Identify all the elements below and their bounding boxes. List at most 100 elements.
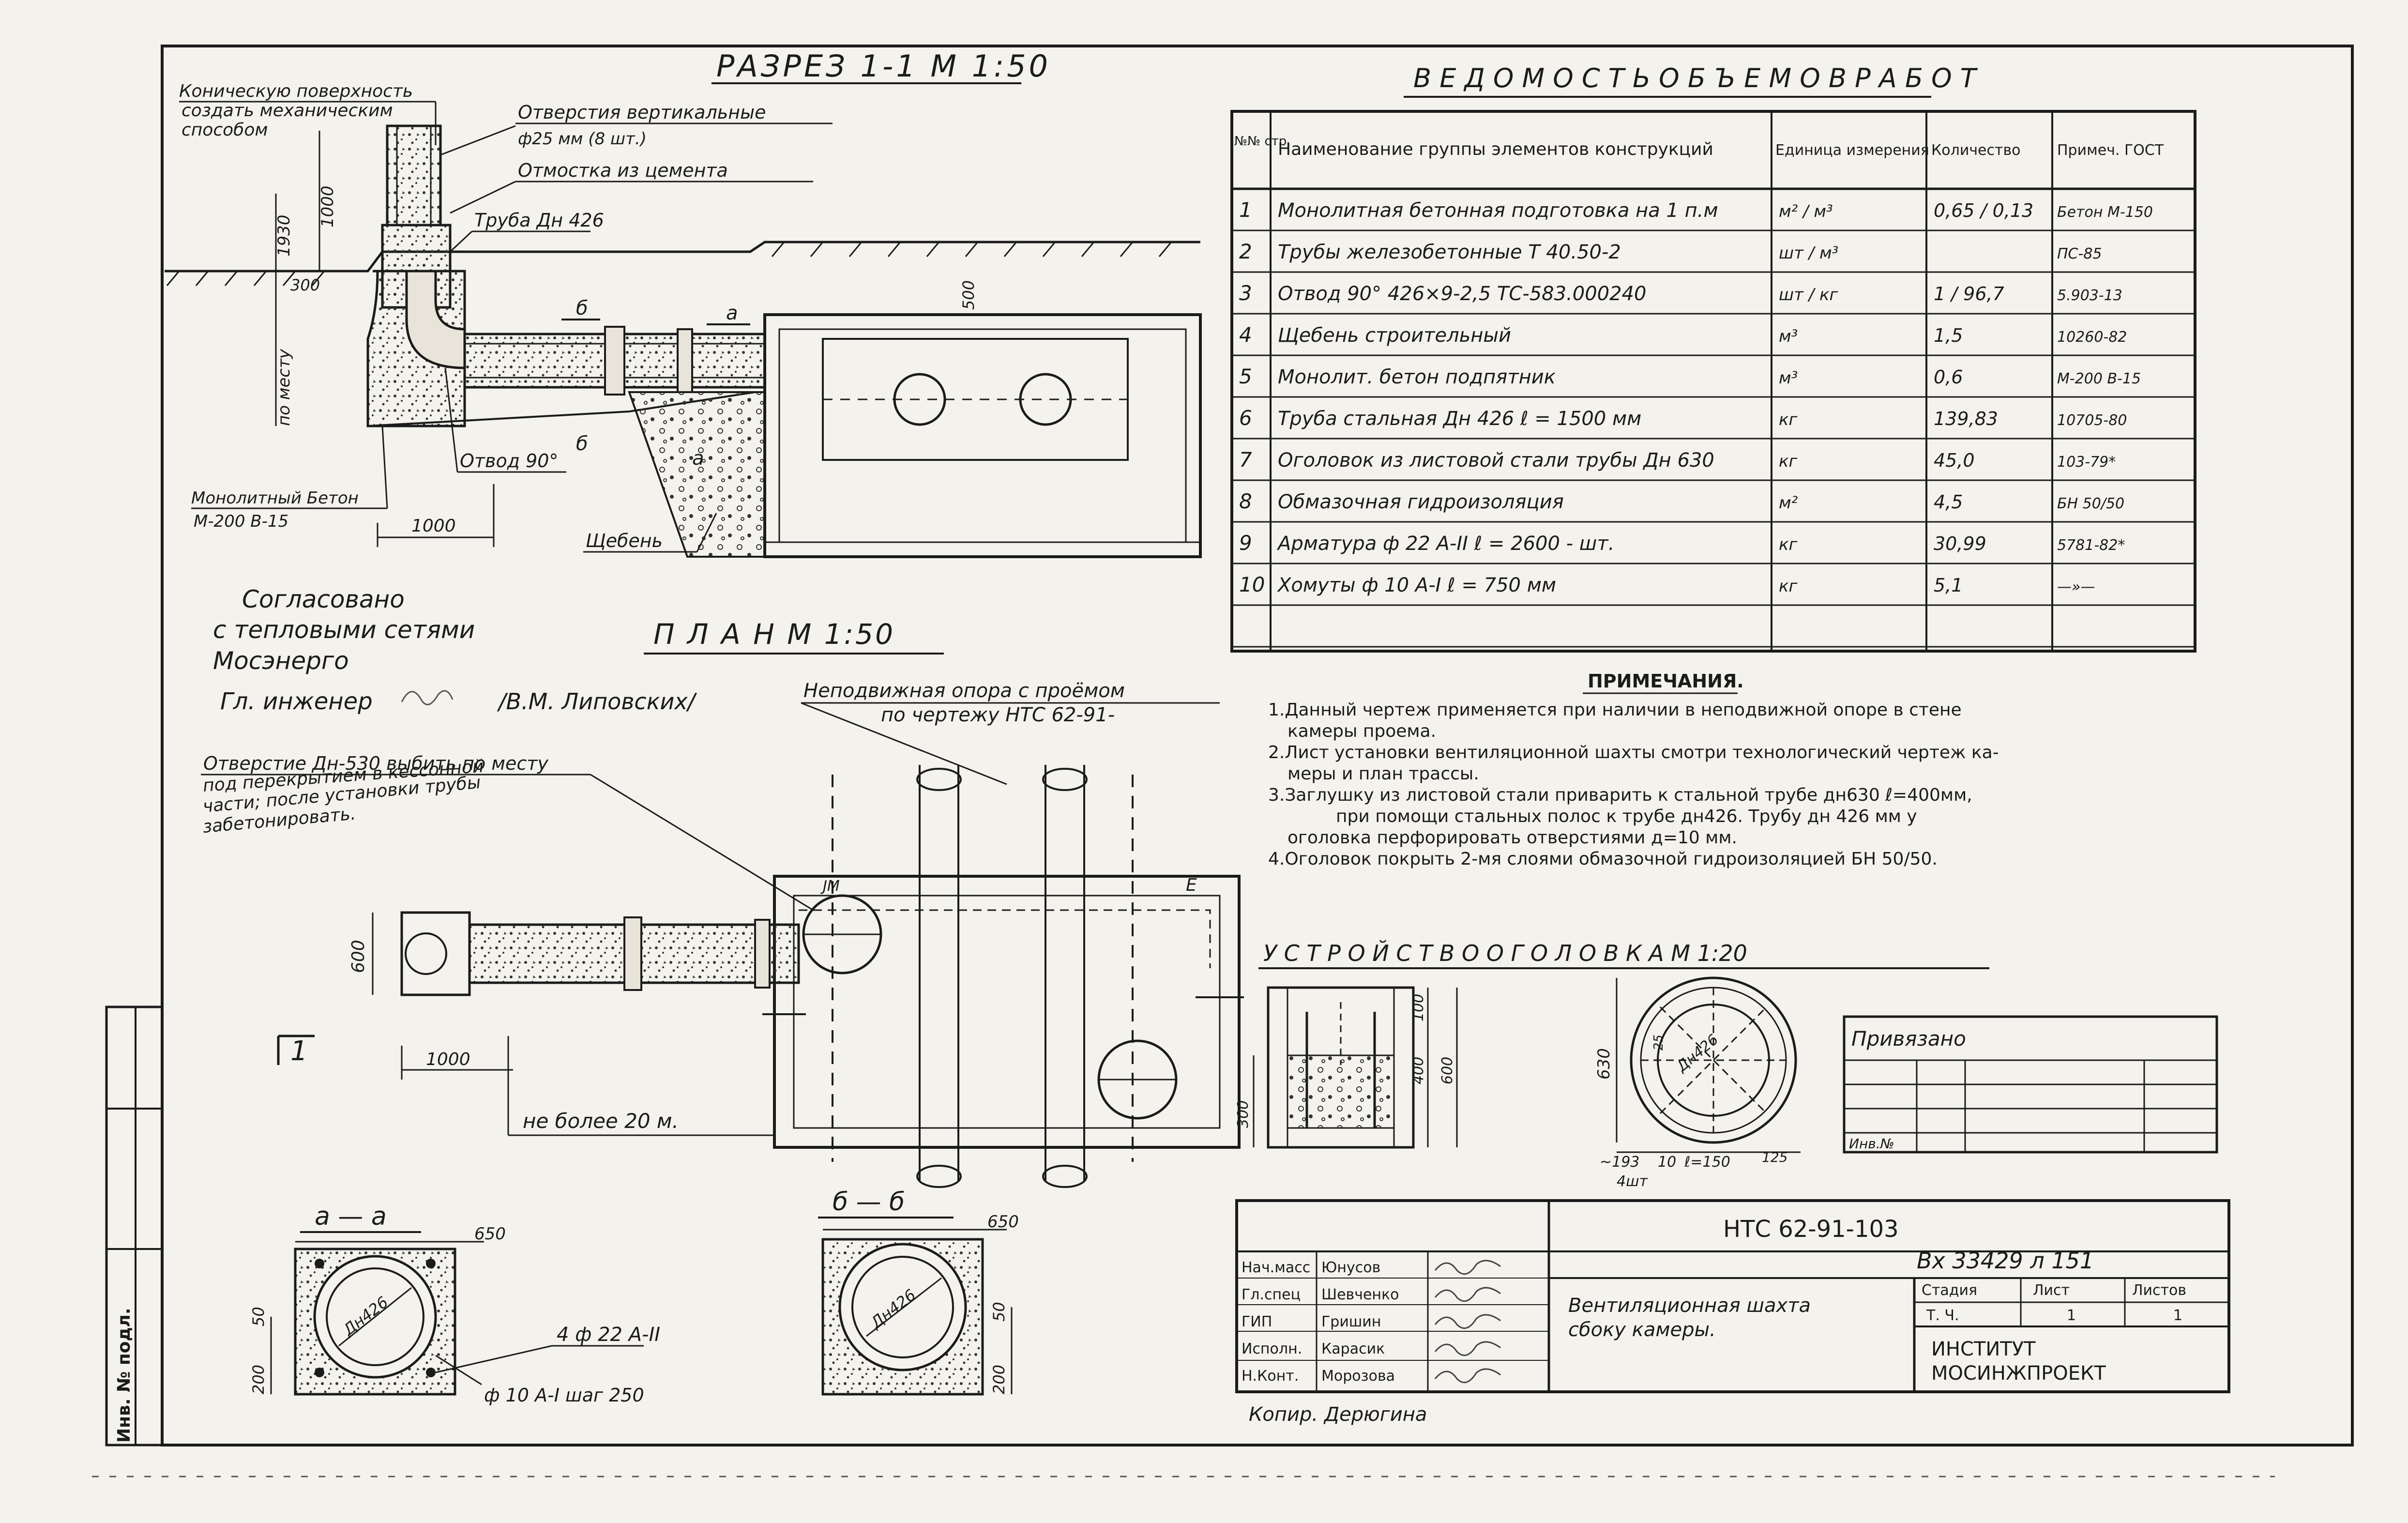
plan-cut-label: 1 [290,1036,308,1067]
row-num: 5 [1239,365,1252,388]
stamp-name: Юнусов [1321,1259,1380,1276]
header-unit: Единица измерения [1775,142,1929,159]
stamp-row: Нач.масс Юнусов [1242,1259,1501,1276]
row-note: 103-79* [2057,454,2116,471]
binding-label: Привязано [1851,1027,1966,1051]
row-name: Отвод 90° 426×9-2,5 ТС-583.000240 [1278,283,1646,305]
note-concrete-2: М-200 В-15 [194,512,288,531]
stamp-stage-v0: Т. Ч. [1926,1307,1959,1324]
row-unit: м³ [1779,327,1798,346]
row-num: 7 [1239,448,1252,472]
row-note: Бетон М-150 [2057,204,2153,221]
signature-mark [1434,1287,1501,1302]
row-note: 5.903-13 [2057,287,2122,304]
cut-b-bottom: б [576,433,588,455]
section-a-dim-200: 200 [249,1365,268,1394]
section-a-rebar: 4 ф 22 А-II [557,1324,660,1346]
volumes-table: В Е Д О М О С Т Ь О Б Ъ Е М О В Р А Б О … [1230,63,2196,653]
note-line: оголовка перфорировать отверстиями д=10 … [1287,828,1737,848]
row-note: БН 50/50 [2057,495,2124,512]
head-dim-150: ℓ=150 [1684,1154,1730,1171]
dim-500: 500 [959,280,978,310]
stamp-name: Шевченко [1321,1286,1399,1303]
section-title: РАЗРЕЗ 1-1 М 1:50 [716,48,1051,84]
cut-a-bottom: а [692,447,704,470]
note-conical-1: Коническую поверхность [179,81,413,101]
stamp-role: Нач.масс [1242,1259,1310,1276]
section-a-dim-50: 50 [249,1307,268,1326]
plan-support-1: Неподвижная опора с проёмом [803,680,1125,702]
side-label: Инв. № подл. [114,1308,134,1443]
signature-mark [1434,1260,1501,1275]
section-b-dim-200: 200 [990,1365,1008,1394]
row-name: Монолитная бетонная подготовка на 1 п.м [1278,199,1718,222]
note-line: 2.Лист установки вентиляционной шахты см… [1268,743,1999,762]
row-note: М-200 В-15 [2057,370,2141,387]
row-unit: м³ [1779,368,1798,388]
head-dim-125: 125 [1762,1149,1787,1165]
stamp-name: Гришин [1321,1313,1381,1330]
note-conical-2: создать механическим [182,101,393,121]
cut-b-top: б [576,297,588,320]
plan-mark-jm: ЈМ [820,878,840,895]
side-strip: Инв. № подл. [105,1005,164,1447]
row-unit: кг [1779,410,1798,429]
header-note: Примеч. ГОСТ [2057,142,2164,159]
header-num: №№ стр. [1234,134,1291,149]
row-unit: кг [1779,577,1798,596]
stamp-org-1: ИНСТИТУТ [1931,1338,2036,1360]
head-dim-300: 300 [1235,1100,1252,1128]
stamp-role: Н.Конт. [1242,1368,1299,1385]
binding-box: Привязано Инв.№ [1843,1015,2218,1154]
note-bend: Отвод 90° [460,450,558,472]
stamp-title-1: Вентиляционная шахта [1568,1295,1811,1317]
plan-dim-600: 600 [348,940,368,973]
signature-mark [1434,1368,1501,1384]
note-line: при помощи стальных полос к трубе дн426.… [1336,807,1917,826]
stamp-role: Исполн. [1242,1340,1302,1357]
note-gravel: Щебень [586,530,663,551]
stamp-role: ГИП [1242,1313,1272,1330]
row-qty: 1 / 96,7 [1934,283,2004,305]
row-num: 9 [1239,531,1252,555]
shaft-head [386,124,442,227]
stamp-stage-v1: 1 [2067,1307,2076,1324]
chamber-slab [822,338,1129,461]
section-a-title: а — а [315,1202,387,1231]
approval-block: Согласовано с тепловыми сетями Мосэнерго… [213,585,697,715]
plan-chamber [773,875,1241,1149]
section-b-b: б — б Дн426 650 200 50 [818,1188,1019,1396]
row-num: 8 [1239,489,1252,513]
row-name: Обмазочная гидроизоляция [1278,491,1564,513]
dim-1930: 1930 [274,214,294,257]
stamp-stage-v2: 1 [2173,1307,2182,1324]
sheet-frame [161,45,2354,1447]
row-qty: 45,0 [1934,450,1975,471]
row-qty: 139,83 [1934,408,1998,429]
plan-support-2: по чертежу НТС 62-91- [881,704,1115,726]
head-dim-400: 400 [1410,1057,1427,1084]
signature-mark [1434,1314,1501,1329]
row-note: 5781-82* [2057,537,2125,554]
stamp-name: Морозова [1321,1368,1395,1385]
row-num: 10 [1239,573,1265,596]
stamp-name: Карасик [1321,1340,1385,1357]
note-line: 3.Заглушку из листовой стали приварить к… [1268,785,1972,805]
stamp-org-2: МОСИНЖПРОЕКТ [1931,1362,2106,1385]
plan-dim-1000: 1000 [426,1050,470,1069]
head-dim-600: 600 [1439,1057,1456,1084]
stamp-copy: Копир. Дерюгина [1249,1403,1427,1426]
head-dim-193: ~193 [1600,1154,1639,1171]
ground-line [165,241,1200,273]
plan-mark-e: Е [1186,875,1197,895]
plan-distance: не более 20 м. [523,1109,679,1133]
stamp-row: ГИП Гришин [1242,1313,1501,1330]
stamp-title-2: сбоку камеры. [1568,1319,1716,1341]
